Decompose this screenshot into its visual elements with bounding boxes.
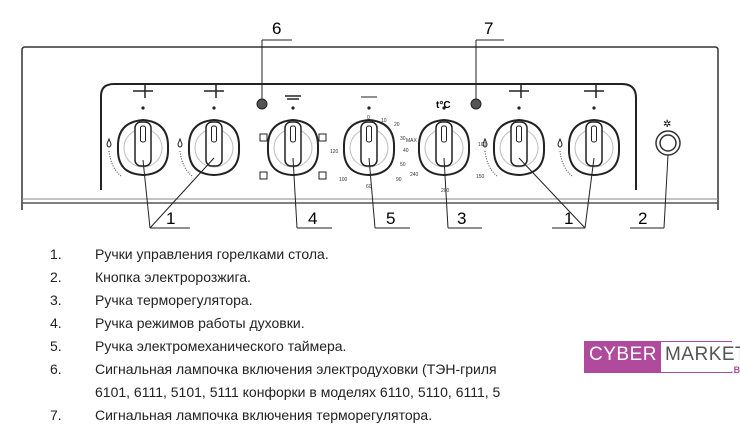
callout-5: 5: [386, 209, 395, 228]
timer-mark: MAX: [406, 138, 418, 144]
timer-mark: 90: [396, 177, 402, 183]
watermark-part2: MARKET: [664, 344, 740, 365]
thermostat-mark: 150: [476, 174, 485, 180]
legend-text: Сигнальная лампочка включения терморегул…: [95, 407, 433, 423]
timer-mark: 50: [400, 162, 406, 168]
thermostat-mark: 200: [441, 188, 450, 194]
burner-knob-3[interactable]: [482, 84, 546, 177]
legend-text: Сигнальная лампочка включения электродух…: [95, 361, 497, 377]
knobs-group: [106, 84, 621, 180]
legend-text: Ручка режимов работы духовки.: [95, 315, 305, 331]
thermostat-mark: 100: [478, 142, 487, 148]
timer-mark: 10: [381, 118, 387, 124]
watermark-part1: CYBER: [585, 342, 661, 372]
timer-knob[interactable]: [342, 96, 396, 177]
thermostat-mark: 240: [410, 172, 419, 178]
callout-7: 7: [484, 19, 493, 38]
timer-mark: 30: [400, 136, 406, 142]
timer-mark: 60: [366, 184, 372, 190]
thermostat-knob[interactable]: [417, 106, 471, 177]
stove-control-panel-diagram: ✲ 6 7 1 4 5 3 1 2 0 10 20 30 40 50 60 12…: [21, 19, 719, 229]
oven-mode-knob[interactable]: [259, 95, 327, 180]
timer-mark: 100: [339, 177, 348, 183]
legend-number: 7.: [50, 407, 62, 423]
thermostat-signal-lamp: [470, 98, 482, 110]
timer-mark: 120: [330, 149, 339, 155]
callout-3: 3: [457, 209, 466, 228]
cybermarket-watermark: CYBER MARKET.BY: [584, 341, 740, 375]
callout-4: 4: [308, 209, 317, 228]
temperature-icon: t°C: [436, 100, 451, 111]
burner-knob-1[interactable]: [106, 84, 170, 177]
legend-number: 2.: [50, 269, 62, 285]
ignition-button[interactable]: ✲: [655, 119, 681, 156]
watermark-part2-box: MARKET.BY: [660, 342, 740, 375]
oven-signal-lamp: [256, 98, 268, 110]
thermostat-scale: 100 150 200 240: [410, 142, 487, 194]
legend-text: 6101, 6111, 5101, 5111 конфорки в моделя…: [95, 384, 501, 400]
timer-mark: 40: [403, 148, 409, 154]
legend-text: Ручка электромеханического таймера.: [95, 338, 347, 354]
callout-lines: [142, 39, 669, 229]
legend-text: Ручки управления горелками стола.: [95, 246, 329, 262]
burner-knob-4[interactable]: [557, 84, 621, 177]
burner-knob-2[interactable]: [177, 84, 241, 177]
legend-number: 3.: [50, 292, 62, 308]
legend-number: 4.: [50, 315, 62, 331]
spark-icon: ✲: [663, 119, 671, 130]
timer-scale: 0 10 20 30 40 50 60 120 100 90 MAX: [330, 115, 418, 190]
callout-2: 2: [638, 209, 647, 228]
timer-mark: 0: [367, 115, 370, 121]
legend-text: Кнопка электророзжига.: [95, 269, 251, 285]
panel-frame: [21, 46, 719, 210]
watermark-suffix: .BY: [730, 365, 740, 375]
legend-number: 5.: [50, 338, 62, 354]
timer-mark: 20: [394, 122, 400, 128]
legend-number: 1.: [50, 246, 62, 262]
legend-text: Ручка терморегулятора.: [95, 292, 253, 308]
callout-1-left: 1: [166, 209, 175, 228]
legend-number: 6.: [50, 361, 62, 377]
control-area-frame: [100, 83, 637, 190]
callout-1-right: 1: [564, 209, 573, 228]
callout-6: 6: [272, 19, 281, 38]
